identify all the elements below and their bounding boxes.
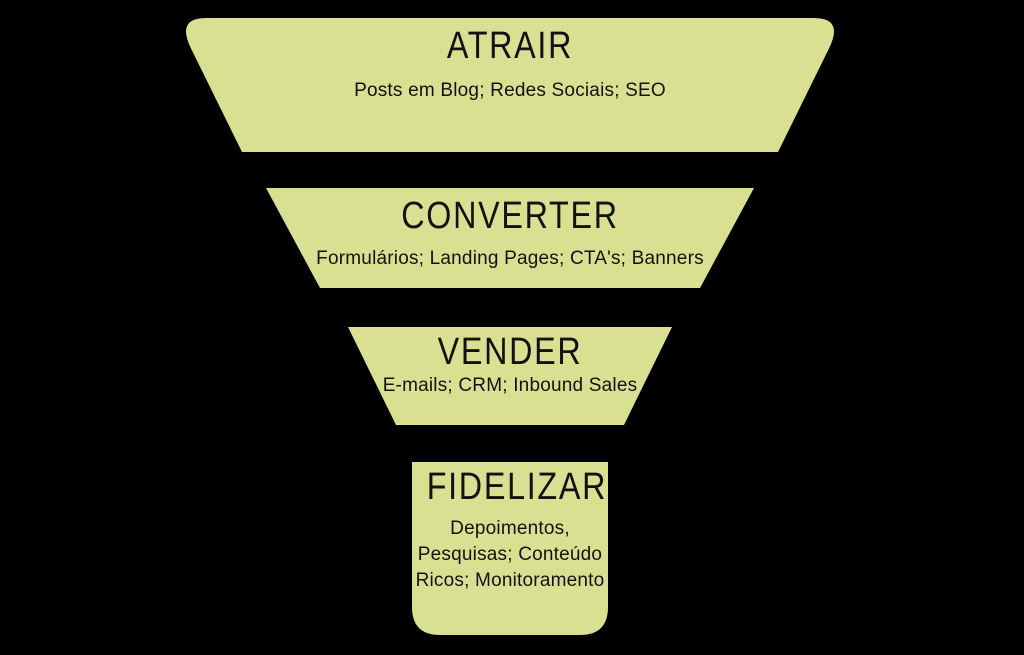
stage-converter-title: CONVERTER [401,195,619,237]
stage-atrair-title: ATRAIR [446,25,574,67]
stage-vender-title: VENDER [437,331,583,373]
stage-atrair-shape [186,18,834,152]
stage-fidelizar-shape [412,462,608,635]
stage-fidelizar-subtitle: Depoimentos, Pesquisas; Conteúdo Ricos; … [415,518,605,591]
stage-fidelizar-title: FIDELIZAR [426,466,608,508]
stage-vender-subtitle: E-mails; CRM; Inbound Sales [382,375,638,396]
stage-vender-shape [348,327,672,425]
stage-converter-subtitle: Formulários; Landing Pages; CTA's; Banne… [316,248,704,269]
stage-atrair-subtitle: Posts em Blog; Redes Sociais; SEO [354,80,666,101]
stage-converter-shape [266,188,754,288]
